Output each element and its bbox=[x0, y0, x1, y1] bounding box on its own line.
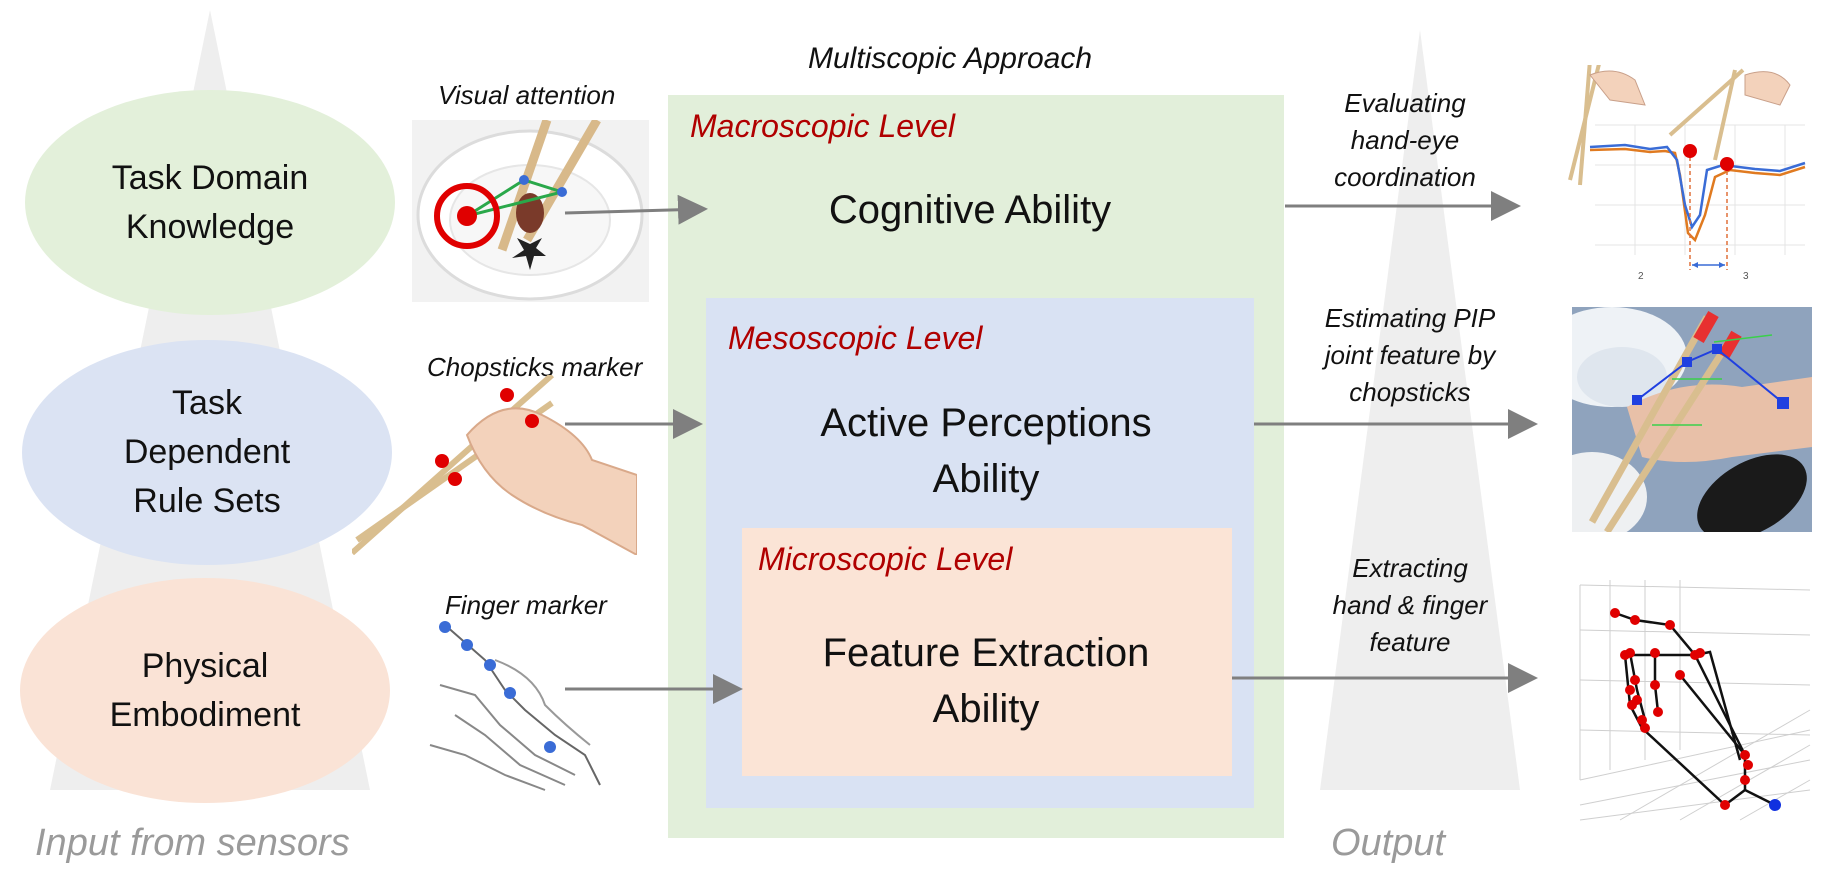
active-perceptions-ability-label: Active Perceptions Ability bbox=[820, 401, 1152, 501]
plot-tick-3: 3 bbox=[1743, 271, 1749, 282]
output-label-hand-finger: Extracting hand & finger feature bbox=[1332, 553, 1488, 657]
hand-skeleton-3d-image bbox=[1570, 580, 1815, 825]
plot-tick-2: 2 bbox=[1638, 271, 1644, 282]
input-label-embodiment: Physical Embodiment bbox=[109, 646, 301, 734]
input-ellipse-task-domain: Task Domain Knowledge bbox=[25, 90, 395, 315]
input-from-sensors-label: Input from sensors bbox=[35, 822, 350, 864]
finger-marker-label: Finger marker bbox=[445, 590, 607, 620]
output-triangle bbox=[1320, 30, 1520, 790]
output-label-hand-eye: Evaluating hand-eye coordination bbox=[1334, 88, 1476, 192]
chopsticks-marker-label: Chopsticks marker bbox=[427, 352, 643, 382]
microscopic-box bbox=[742, 528, 1232, 776]
macroscopic-level-label: Macroscopic Level bbox=[690, 108, 955, 144]
pip-joint-image bbox=[1572, 307, 1812, 532]
feature-extraction-ability-label: Feature Extraction Ability bbox=[822, 631, 1150, 731]
cognitive-ability-label: Cognitive Ability bbox=[828, 188, 1112, 232]
microscopic-level-label: Microscopic Level bbox=[758, 541, 1013, 577]
hand-eye-plot-image: 2 3 bbox=[1555, 65, 1810, 285]
input-label-rule-sets: Task Dependent Rule Sets bbox=[123, 384, 291, 520]
diagram-title: Multiscopic Approach bbox=[808, 42, 1093, 75]
mesoscopic-level-label: Mesoscopic Level bbox=[728, 320, 983, 356]
finger-marker-image bbox=[425, 615, 610, 795]
output-label: Output bbox=[1331, 822, 1446, 864]
chopsticks-marker-image bbox=[352, 375, 637, 555]
output-label-pip: Estimating PIP joint feature by chopstic… bbox=[1324, 303, 1496, 407]
input-ellipse-rule-sets: Task Dependent Rule Sets bbox=[22, 340, 392, 565]
visual-attention-label: Visual attention bbox=[438, 80, 616, 110]
input-label-task-domain: Task Domain Knowledge bbox=[111, 158, 309, 246]
input-ellipse-embodiment: Physical Embodiment bbox=[20, 578, 390, 803]
arrow-visual-to-cognitive bbox=[564, 194, 708, 225]
